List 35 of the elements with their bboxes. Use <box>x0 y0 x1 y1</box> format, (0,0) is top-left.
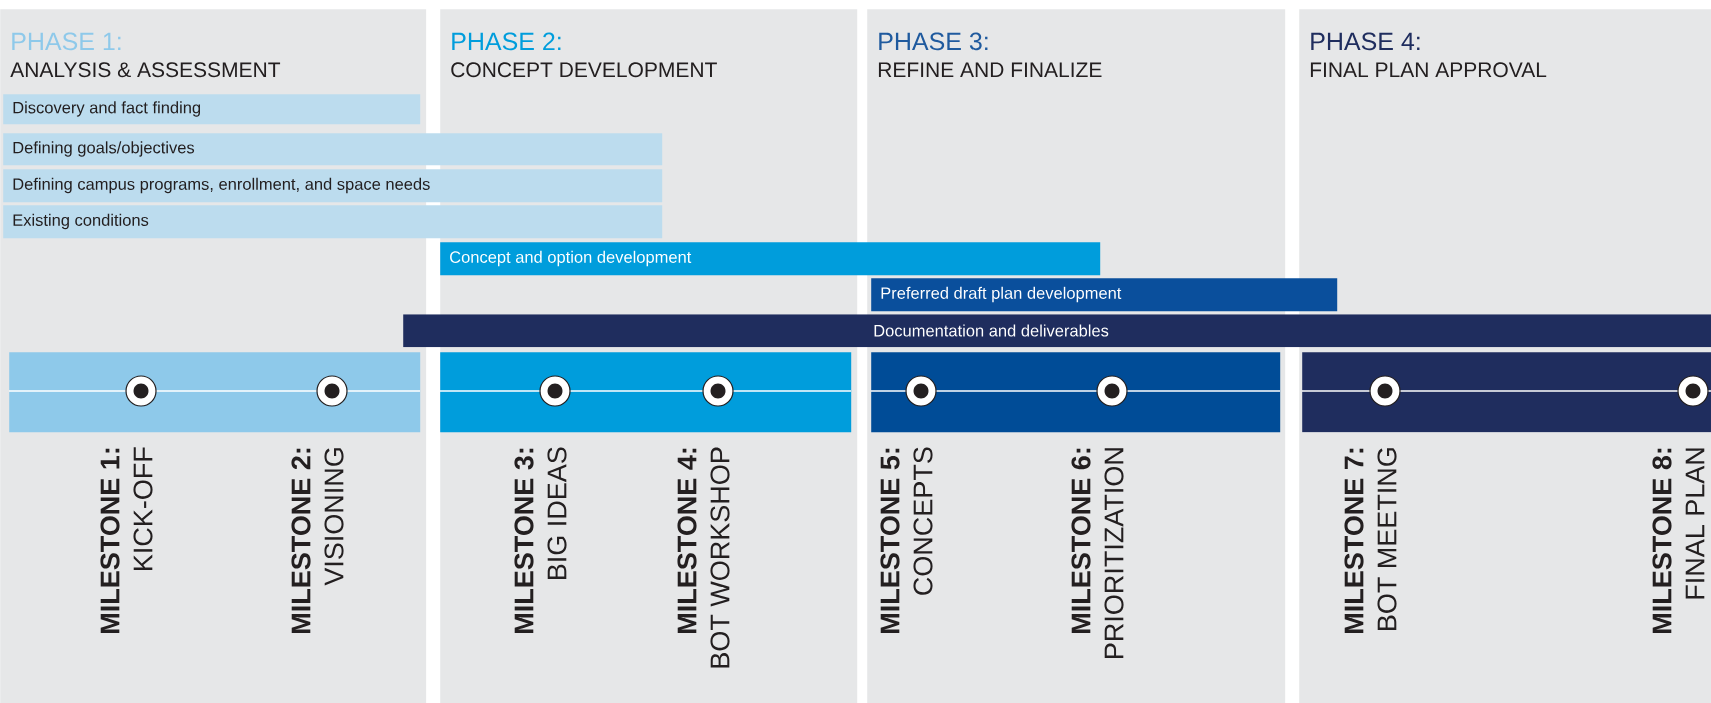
milestone-label: MILESTONE 5: <box>880 448 900 633</box>
milestone-label: MILESTONE 3: <box>514 448 534 633</box>
milestone-marker <box>316 375 348 407</box>
milestone-label: PRIORITIZATION <box>1104 448 1124 658</box>
task-bar: Discovery and fact finding <box>3 94 421 125</box>
milestone-label: MILESTONE 7: <box>1344 448 1364 633</box>
milestone-label: MILESTONE 1: <box>100 448 120 633</box>
task-bar: Concept and option development <box>440 242 1101 276</box>
milestone-label: MILESTONE 4: <box>677 448 697 633</box>
timeline-band <box>439 352 852 433</box>
task-bar: Preferred draft plan development <box>871 278 1338 312</box>
milestone-label: BOT MEETING <box>1377 448 1397 630</box>
task-bar: Defining campus programs, enrollment, and space needs <box>3 169 663 203</box>
milestone-label: MILESTONE 6: <box>1071 448 1091 633</box>
task-bar: Documentation and deliverables <box>403 314 1711 348</box>
milestone-marker <box>1677 375 1709 407</box>
milestone-marker <box>702 375 734 407</box>
timeline-band <box>870 352 1281 433</box>
milestone-label: CONCEPTS <box>913 447 933 595</box>
milestone-marker <box>539 375 571 407</box>
milestone-label: MILESTONE 2: <box>291 448 311 633</box>
task-bar: Existing conditions <box>3 205 663 239</box>
milestone-marker <box>125 375 157 407</box>
timeline-band <box>1301 352 1711 433</box>
milestone-label: BIG IDEAS <box>547 447 567 579</box>
milestone-marker <box>1096 375 1128 407</box>
milestone-label: KICK-OFF <box>133 447 153 570</box>
milestone-label: MILESTONE 8: <box>1652 448 1672 633</box>
milestone-label: FINAL PLAN <box>1685 448 1705 599</box>
milestone-marker <box>905 375 937 407</box>
milestone-marker <box>1369 375 1401 407</box>
milestone-label: VISIONING <box>324 448 344 586</box>
timeline-band <box>8 352 421 433</box>
milestone-label: BOT WORKSHOP <box>710 447 730 668</box>
task-bar: Defining goals/objectives <box>3 133 663 166</box>
